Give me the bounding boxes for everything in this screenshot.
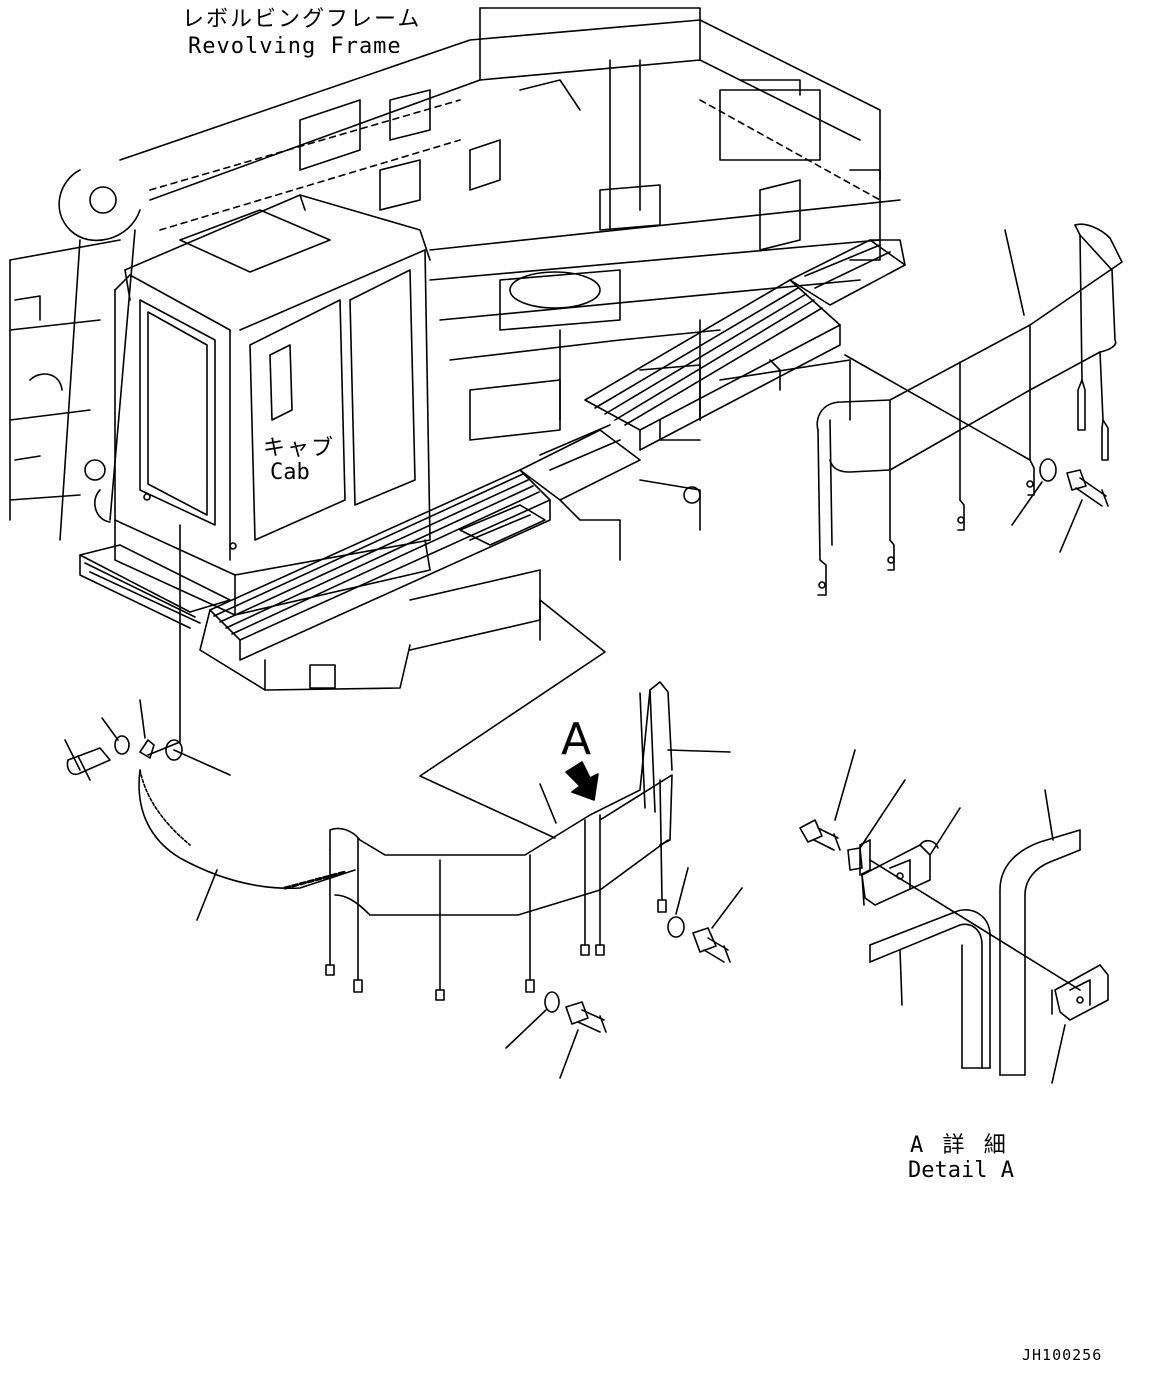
- cab-label: Cab: [270, 460, 310, 485]
- detail-a-label-jp: A 詳 細: [910, 1133, 1009, 1158]
- callout-a-label: A: [561, 714, 592, 765]
- drawing-number: JH100256: [1022, 1346, 1103, 1364]
- arrow-a-icon: [565, 761, 599, 801]
- leader-lines: [147, 354, 1031, 839]
- chain-assembly: [64, 699, 356, 921]
- bolt-washer-right: [1004, 229, 1109, 553]
- revolving-frame: [9, 7, 901, 541]
- detail-a-label: Detail A: [908, 1158, 1014, 1183]
- handrail-right: [816, 223, 1123, 596]
- walkway-gratings: [79, 239, 906, 691]
- cab-label-jp: キャブ: [263, 436, 336, 461]
- revolving-frame-label-jp: レボルビングフレーム: [182, 7, 422, 32]
- revolving-frame-label: Revolving Frame: [188, 34, 402, 59]
- detail-a-drawing: [799, 749, 1109, 1084]
- bolt-washer-front: [505, 867, 743, 1079]
- handrail-front: [325, 681, 731, 1001]
- cab: [114, 194, 431, 616]
